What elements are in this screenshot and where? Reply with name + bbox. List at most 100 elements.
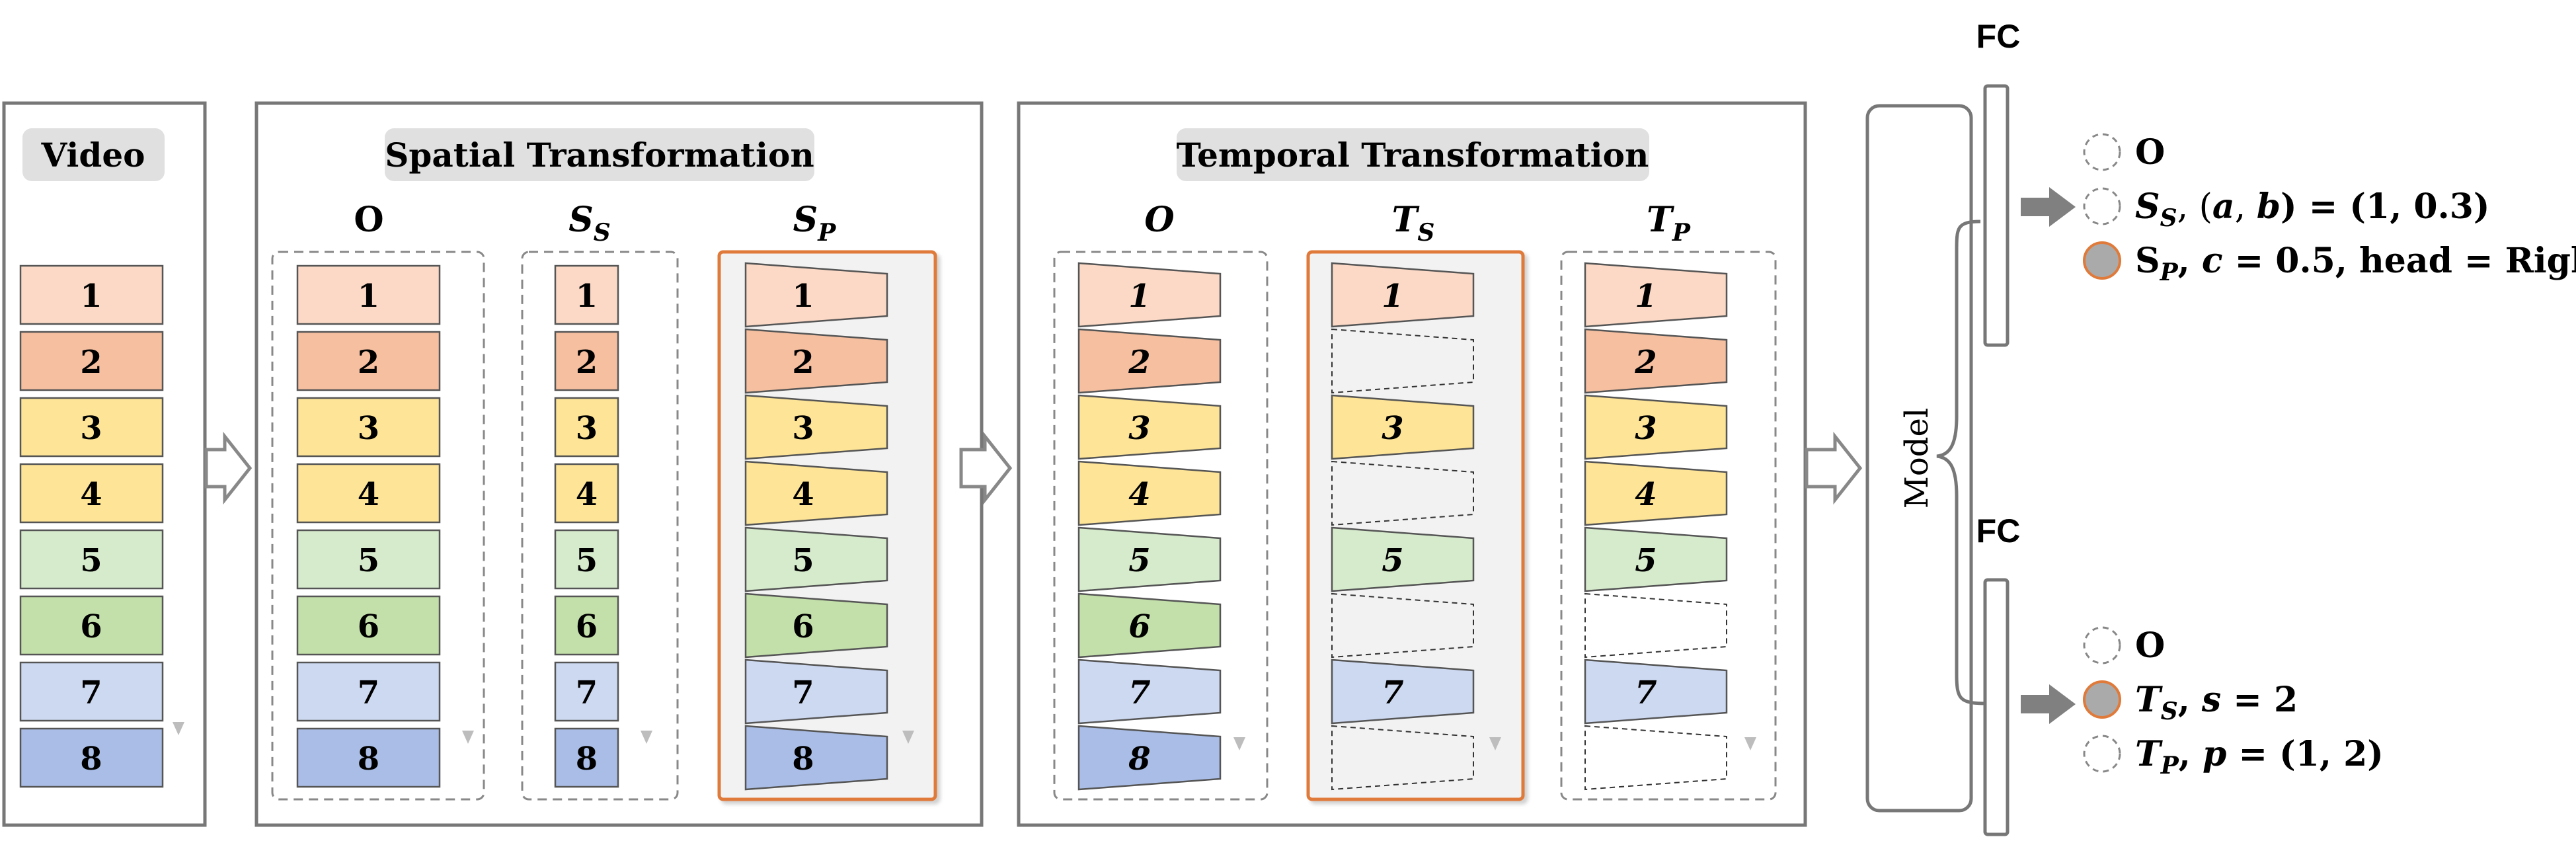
fc-head-0-output-arrow <box>2021 187 2076 227</box>
output-brace <box>1936 220 1988 705</box>
spatial-frame-label: 6 <box>576 608 598 645</box>
spatial-column-0-order-arrow-head <box>462 731 474 744</box>
temporal-frame-label: 3 <box>1382 410 1403 447</box>
prediction-empty-dot <box>2083 626 2121 664</box>
spatial-frame-label: 6 <box>358 608 379 645</box>
spatial-frame <box>296 463 441 524</box>
temporal-frame-label: 1 <box>1382 278 1403 315</box>
spatial-frame-label: 3 <box>358 410 379 447</box>
spatial-frame <box>554 331 619 391</box>
spatial-frame <box>744 659 888 725</box>
spatial-frame-label: 4 <box>792 476 814 513</box>
fc-head-1-bar <box>1983 578 2010 836</box>
temporal-frame-label: 3 <box>1128 410 1150 447</box>
prediction-selected-dot <box>2083 680 2121 719</box>
spatial-frame <box>744 328 888 394</box>
spatial-frame-label: 4 <box>358 476 379 513</box>
temporal-frame <box>1584 262 1728 328</box>
video-frame <box>19 463 164 524</box>
temporal-frame-label: 1 <box>1635 278 1657 315</box>
video-frame <box>19 661 164 722</box>
video-frame-label: 1 <box>80 278 102 315</box>
temporal-frame <box>1077 659 1222 725</box>
video-frame <box>19 727 164 788</box>
spatial-frame <box>744 725 888 791</box>
spatial-frame-label: 8 <box>358 741 379 778</box>
temporal-frame-label: 1 <box>1128 278 1150 315</box>
spatial-column-2-header: SP <box>793 200 837 247</box>
prediction-empty-dot <box>2083 133 2121 171</box>
video-frame-label: 3 <box>80 410 102 447</box>
temporal-frame <box>1331 394 1475 460</box>
flow-arrow-2 <box>959 431 1013 505</box>
temporal-frame <box>1077 394 1222 460</box>
video-frame <box>19 529 164 590</box>
spatial-frame <box>296 595 441 656</box>
spatial-frame-label: 1 <box>792 278 814 315</box>
temporal-frame <box>1077 725 1222 791</box>
temporal-dropped-frame <box>1331 725 1474 791</box>
temporal-frame <box>1077 460 1222 526</box>
spatial-frame <box>744 592 888 659</box>
spatial-frame-label: 6 <box>792 608 814 645</box>
video-frame <box>19 595 164 656</box>
video-frame-label: 5 <box>80 542 102 579</box>
fc-head-1-option-0: O <box>2135 625 2165 666</box>
spatial-frame <box>744 526 888 592</box>
temporal-title-bg <box>1177 128 1649 181</box>
video-frame-label: 4 <box>80 476 102 513</box>
spatial-frame-label: 3 <box>576 410 598 447</box>
fc-head-0-option-1: SS, (a, b) = (1, 0.3) <box>2135 186 2490 232</box>
temporal-column-0-order-arrow-head <box>1233 737 1245 750</box>
spatial-frame-label: 7 <box>358 674 379 711</box>
temporal-frame-label: 7 <box>1635 674 1657 711</box>
spatial-frame-label: 2 <box>358 344 379 381</box>
spatial-frame-label: 5 <box>358 542 379 579</box>
spatial-frame-label: 1 <box>576 278 598 315</box>
video-title-bg <box>22 128 165 181</box>
fc-head-1-output-arrow <box>2021 684 2076 724</box>
temporal-frame-label: 6 <box>1128 608 1150 645</box>
model-label: Model <box>1898 408 1935 509</box>
spatial-frame <box>744 394 888 460</box>
fc-head-1-option-1: TS, s = 2 <box>2135 680 2298 725</box>
temporal-frame-label: 2 <box>1634 344 1657 381</box>
spatial-frame <box>554 529 619 590</box>
spatial-frame <box>554 595 619 656</box>
video-frame <box>19 397 164 458</box>
spatial-frame <box>296 727 441 788</box>
temporal-column-2-header: TP <box>1647 200 1691 247</box>
prediction-empty-dot <box>2083 187 2121 225</box>
temporal-frame-label: 2 <box>1128 344 1150 381</box>
spatial-frame <box>554 463 619 524</box>
spatial-column-1-order-arrow-head <box>641 731 652 744</box>
temporal-frame <box>1077 526 1222 592</box>
spatial-title: Spatial Transformation <box>385 136 814 175</box>
temporal-frame <box>1584 659 1728 725</box>
model-block <box>1865 104 1973 813</box>
video-title: Video <box>40 136 145 175</box>
spatial-frame <box>296 331 441 391</box>
spatial-frame-label: 8 <box>576 741 598 778</box>
spatial-frame-label: 2 <box>576 344 598 381</box>
spatial-frame <box>296 397 441 458</box>
temporal-frame <box>1584 526 1728 592</box>
spatial-frame-label: 5 <box>576 542 598 579</box>
temporal-frame <box>1331 659 1475 725</box>
spatial-frame <box>554 264 619 325</box>
spatial-frame <box>296 661 441 722</box>
temporal-frame <box>1584 460 1728 526</box>
temporal-frame-label: 4 <box>1635 476 1657 513</box>
fc-head-1-option-2: TP, p = (1, 2) <box>2135 734 2384 780</box>
fc-head-0-title: FC <box>1976 18 2021 55</box>
temporal-dropped-frame <box>1331 592 1474 659</box>
prediction-selected-dot <box>2083 241 2121 280</box>
spatial-title-bg <box>385 128 814 181</box>
temporal-dropped-frame <box>1584 725 1727 791</box>
spatial-frame-label: 7 <box>792 674 814 711</box>
flow-arrow-3 <box>1805 431 1863 505</box>
temporal-frame-label: 8 <box>1128 741 1150 778</box>
temporal-frame <box>1077 328 1222 394</box>
